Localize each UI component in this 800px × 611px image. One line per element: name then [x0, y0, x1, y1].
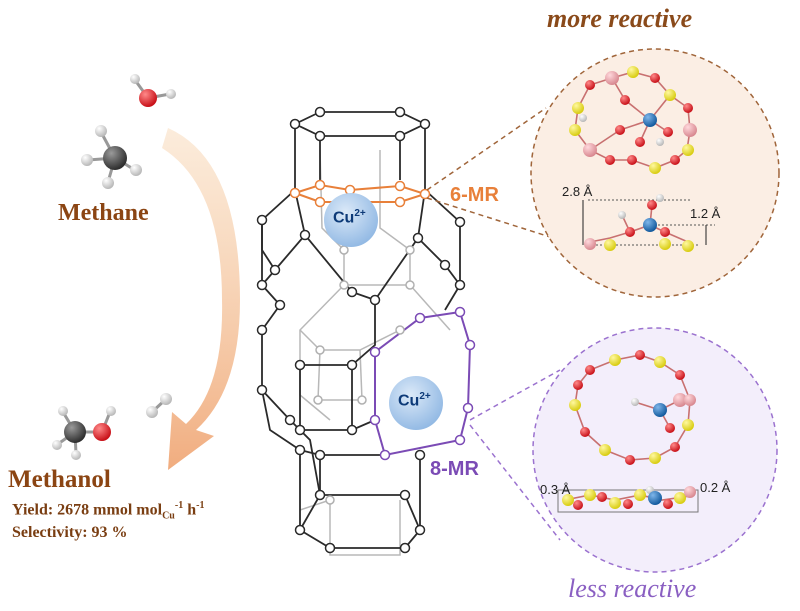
distance-0-2: 0.2 Å	[700, 480, 731, 495]
distance-2-8: 2.8 Å	[562, 184, 593, 199]
six-ring-structure-sideview	[582, 194, 715, 252]
more-reactive-title: more reactive	[547, 4, 693, 33]
eight-ring-structure-topview	[569, 350, 696, 465]
six-ring-vertices	[289, 179, 431, 208]
less-reactive-title: less reactive	[568, 574, 697, 603]
cage-vertices	[256, 106, 466, 554]
eight-mr-label: 8-MR	[430, 458, 479, 480]
distance-0-3: 0.3 Å	[540, 482, 571, 497]
six-mr-label: 6-MR	[450, 184, 499, 206]
water-molecule	[130, 74, 176, 107]
distance-1-2: 1.2 Å	[690, 206, 721, 221]
methane-molecule	[81, 125, 142, 189]
yield-label: Yield: 2678 mmol molCu-1 h-1	[12, 500, 205, 522]
cu-label-top: Cu2+	[333, 208, 366, 227]
eight-ring-vertices	[369, 306, 476, 461]
cage-front-frame	[261, 111, 461, 549]
cu-label-bottom: Cu2+	[398, 391, 431, 410]
zoom-lines-top	[426, 107, 567, 243]
reaction-arrow	[162, 128, 240, 470]
methanol-molecule	[52, 406, 116, 460]
six-ring-structure-topview	[569, 66, 697, 174]
selectivity-label: Selectivity: 93 %	[12, 524, 128, 541]
eight-ring-structure-sideview	[557, 486, 699, 513]
methane-label: Methane	[58, 200, 149, 226]
hydrogen-molecule	[146, 393, 172, 418]
cu-sphere-top	[324, 193, 378, 247]
methanol-label: Methanol	[8, 466, 111, 493]
zoom-circle-bottom	[532, 327, 778, 573]
cu-sphere-bottom	[389, 376, 443, 430]
zoom-lines-bottom	[469, 369, 561, 541]
